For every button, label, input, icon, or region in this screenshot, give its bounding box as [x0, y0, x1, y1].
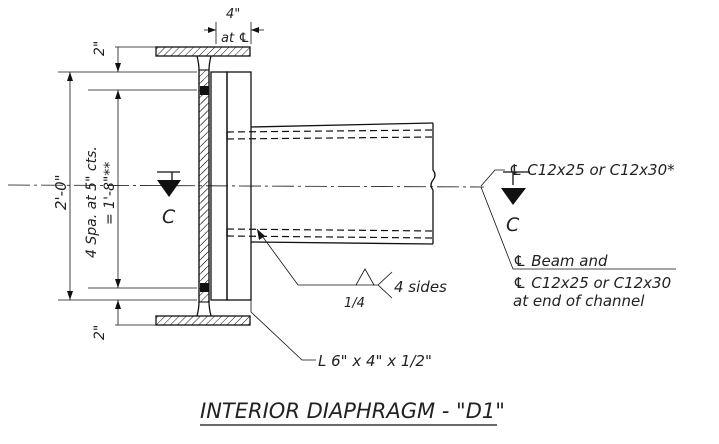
bolt-bottom — [200, 283, 209, 292]
section-mark-right: C — [501, 171, 530, 236]
callout-angle: L 6" x 4" x 1/2" — [318, 352, 432, 370]
callout-beam-line1: ℄ Beam and — [513, 252, 608, 270]
drawing-title: INTERIOR DIAPHRAGM - "D1" — [200, 399, 505, 423]
beam-leader — [480, 186, 676, 270]
weld-note: 4 sides — [394, 278, 447, 296]
channel — [226, 122, 436, 245]
angle-leader — [250, 300, 316, 361]
callout-beam-line2: ℄ C12x25 or C12x30 — [513, 274, 671, 292]
callout-channel: ℄ C12x25 or C12x30* — [509, 161, 675, 179]
dim-overall: 2'-0" — [52, 174, 70, 210]
top-flange — [155, 46, 251, 57]
dim-top-flange: 2" — [92, 41, 108, 56]
callout-beam-line3: at end of channel — [513, 292, 645, 310]
bolt-top — [200, 86, 209, 95]
dim-bolt-spacing: 4 Spa. at 5" cts. — [84, 146, 100, 258]
dim-bolt-spacing-total: = 1'-8"** — [102, 162, 118, 225]
channel-leader — [480, 169, 505, 187]
section-mark-left: C — [157, 171, 181, 228]
vertical-dimensions — [58, 46, 197, 326]
dim-offset: 4" — [226, 7, 240, 22]
offset-dimension — [204, 22, 264, 44]
weld-symbol — [256, 228, 393, 299]
section-label-right: C — [506, 214, 520, 236]
dim-bottom-flange: 2" — [92, 325, 108, 340]
bottom-flange — [155, 315, 251, 326]
section-label-left: C — [162, 206, 176, 228]
centerline — [7, 184, 485, 188]
dim-offset-ref: at ℄ — [221, 31, 250, 46]
weld-size: 1/4 — [344, 296, 365, 311]
